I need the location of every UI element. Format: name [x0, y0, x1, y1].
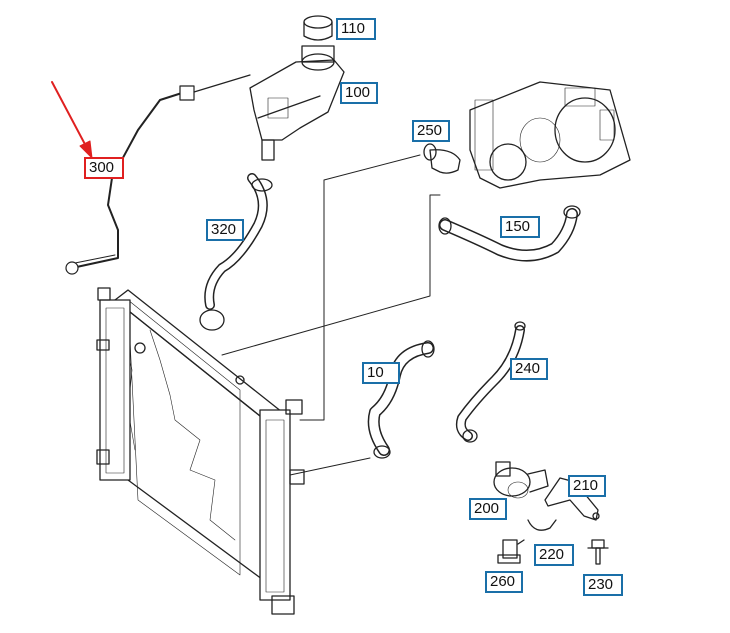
callout-110: 110: [336, 18, 376, 40]
heat-exchanger: [469, 81, 631, 189]
cap-110: [303, 15, 333, 41]
callout-230: 230: [583, 574, 623, 596]
hose-320: [199, 173, 273, 331]
callout-150: 150: [500, 216, 540, 238]
clamp-220: [527, 519, 557, 531]
hose-250: [423, 143, 461, 174]
hose-240: [455, 321, 526, 443]
bracket-210: [544, 477, 600, 521]
radiator: [96, 287, 305, 615]
water-pump-200: [493, 461, 549, 499]
callout-250: 250: [412, 120, 450, 142]
callout-200: 200: [469, 498, 507, 520]
pointer-arrow: [51, 81, 93, 159]
callout-210: 210: [568, 475, 606, 497]
expansion-tank-100: [249, 45, 345, 161]
leader-lines: [221, 154, 441, 476]
callout-100: 100: [340, 82, 378, 104]
hose-10: [367, 340, 435, 459]
vent-pipe-300: [65, 74, 251, 275]
callout-240: 240: [510, 358, 548, 380]
callout-320: 320: [206, 219, 244, 241]
bolt-230: [587, 539, 609, 565]
callout-10: 10: [362, 362, 400, 384]
callout-220: 220: [534, 544, 574, 566]
sensor-260: [497, 539, 525, 564]
callout-300: 300: [84, 157, 124, 179]
hose-150: [438, 205, 581, 262]
callout-260: 260: [485, 571, 523, 593]
